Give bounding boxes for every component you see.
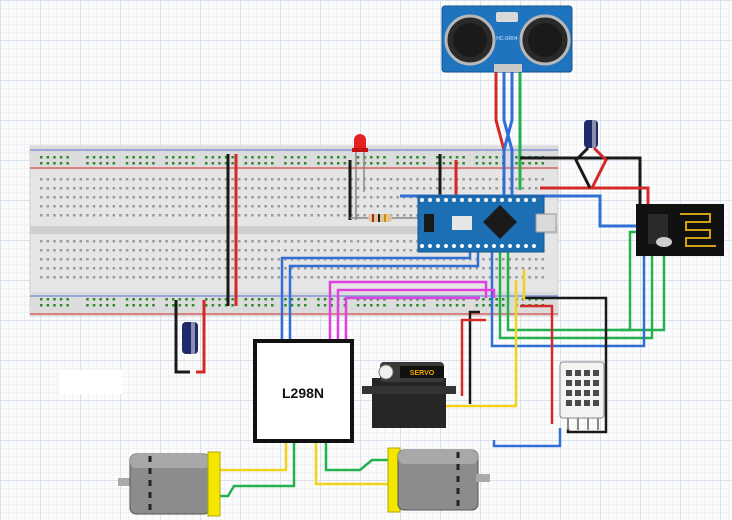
dc-motor-icon <box>118 451 221 517</box>
led-icon <box>348 134 368 220</box>
power-wires <box>174 154 458 374</box>
ultrasonic-sensor-icon: HC-SR04 <box>441 5 573 73</box>
dc-motor-icon <box>387 447 490 513</box>
servo-icon: SERVO <box>362 362 456 428</box>
nrf24-module-icon <box>636 204 724 256</box>
capacitor-icon <box>182 322 198 354</box>
control-wires <box>280 250 608 448</box>
arduino-nano-icon <box>417 195 557 253</box>
servo-label: SERVO <box>410 370 435 377</box>
resistor-icon <box>350 214 420 222</box>
motor-wires <box>218 442 388 498</box>
driver-label: L298N <box>282 385 324 401</box>
motor-driver: L298N <box>253 339 354 443</box>
sensor-label: HC-SR04 <box>496 36 518 42</box>
dht-sensor-icon <box>559 361 605 430</box>
rf-wires <box>490 230 666 348</box>
capacitor-icon <box>574 120 608 189</box>
